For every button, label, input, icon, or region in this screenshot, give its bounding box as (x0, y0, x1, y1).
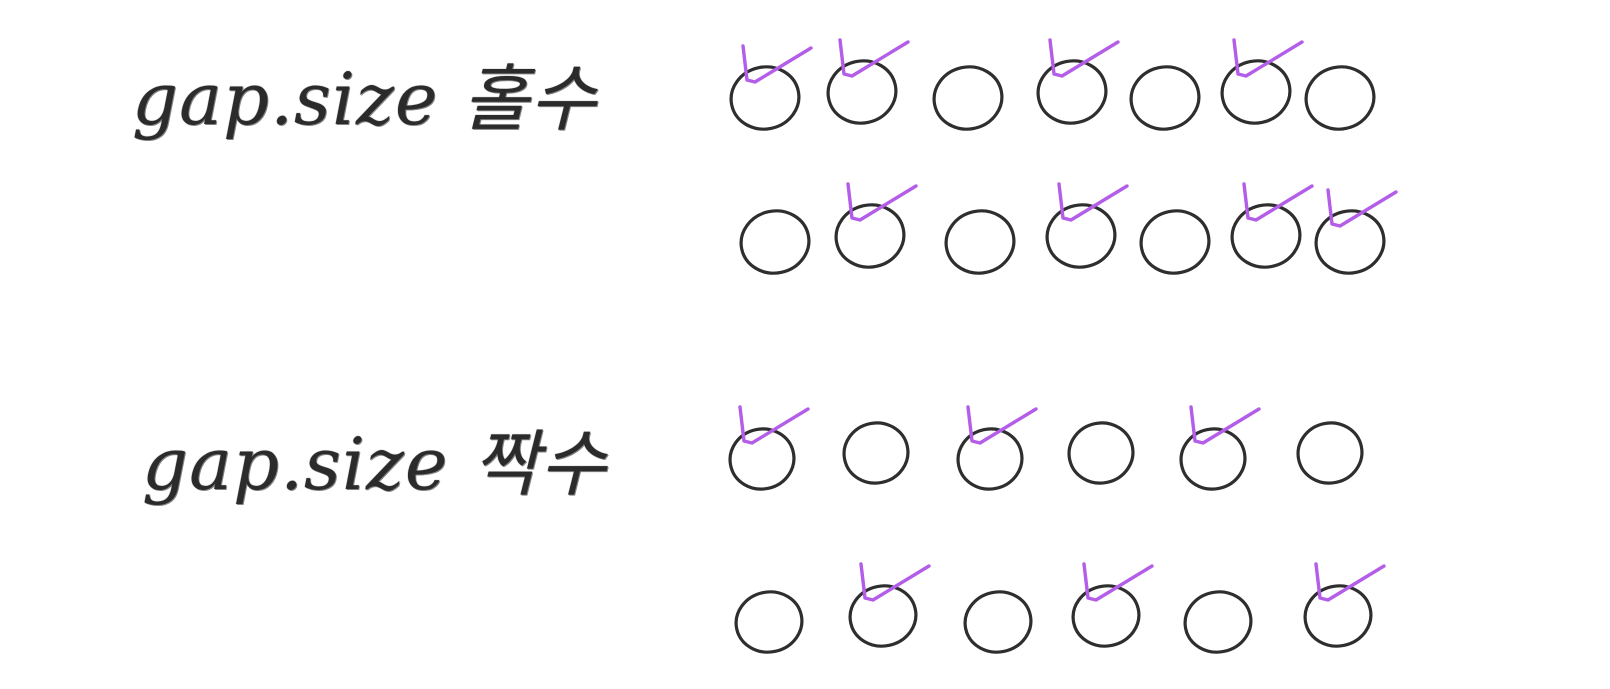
circle-mark (1220, 59, 1292, 125)
gap-size-even-label: gap.size 짝수 (142, 422, 607, 506)
check-mark-icon (1189, 405, 1261, 445)
circle-mark (1183, 590, 1253, 654)
circle-mark (834, 203, 906, 269)
circle-mark (963, 590, 1033, 654)
odd-row-2 (739, 182, 1398, 275)
circle-mark (1230, 203, 1302, 269)
circle-mark (848, 584, 918, 648)
circle-mark (1314, 209, 1386, 275)
check-mark-icon (1057, 182, 1129, 222)
gap-size-odd-label: gap.size 홀수 (132, 57, 597, 141)
circle-mark (1303, 584, 1373, 648)
odd-row-1 (729, 38, 1376, 131)
check-mark-icon (1242, 182, 1314, 222)
circle-mark (1179, 427, 1247, 491)
circle-mark (826, 59, 898, 125)
circle-mark (728, 427, 796, 491)
circle-mark (1139, 209, 1211, 275)
check-mark-icon (846, 182, 918, 222)
check-mark-icon (966, 405, 1038, 445)
check-mark-icon (1048, 38, 1120, 78)
circle-mark (1036, 59, 1108, 125)
check-mark-icon (1314, 562, 1386, 602)
circle-mark (1045, 203, 1117, 269)
even-row-1 (728, 405, 1364, 491)
circle-mark (1304, 65, 1376, 131)
circle-mark (1071, 584, 1141, 648)
circle-mark (842, 421, 910, 485)
check-mark-icon (859, 562, 931, 602)
even-row-2 (734, 562, 1386, 654)
circle-mark (1129, 65, 1201, 131)
circle-mark (944, 209, 1016, 275)
check-mark-icon (741, 44, 813, 84)
circle-mark (739, 209, 811, 275)
circle-mark (729, 65, 801, 131)
circle-mark (956, 427, 1024, 491)
circle-mark (734, 590, 804, 654)
check-mark-icon (1232, 38, 1304, 78)
circle-mark (1067, 421, 1135, 485)
check-mark-icon (1082, 562, 1154, 602)
check-mark-icon (838, 38, 910, 78)
check-mark-icon (738, 405, 810, 445)
circle-mark (932, 65, 1004, 131)
circle-mark (1296, 421, 1364, 485)
check-mark-icon (1326, 188, 1398, 228)
